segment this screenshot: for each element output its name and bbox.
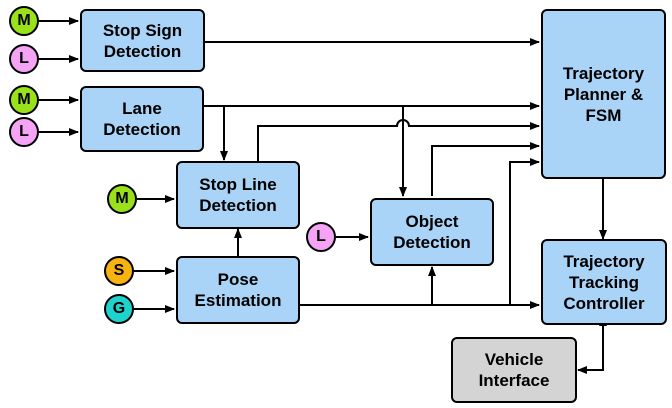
arrow-stop-line-to-planner [257,119,540,161]
input-g-pose: G [104,294,134,324]
vehicle-interface-block: Vehicle Interface [451,337,577,403]
stop-line-detection-block: Stop Line Detection [176,161,300,229]
input-l-object: L [306,222,336,252]
input-l-stop-sign: L [9,44,39,74]
input-m-stop-line: M [107,184,137,214]
lane-detection-block: Lane Detection [80,86,204,152]
arrow-pose-to-planner [509,158,540,305]
arrow-object-to-planner [431,142,540,196]
stop-sign-detection-block: Stop Sign Detection [80,9,205,72]
trajectory-planner-block: Trajectory Planner & FSM [541,9,666,179]
input-m-lane: M [9,85,39,115]
object-detection-block: Object Detection [370,198,494,266]
pose-estimation-block: Pose Estimation [176,256,300,324]
input-m-stop-sign: M [9,6,39,36]
trajectory-tracking-controller-block: Trajectory Tracking Controller [541,239,667,325]
arrow-tracking-vehicle [577,316,607,374]
input-l-lane: L [9,117,39,147]
input-s-pose: S [104,256,134,286]
